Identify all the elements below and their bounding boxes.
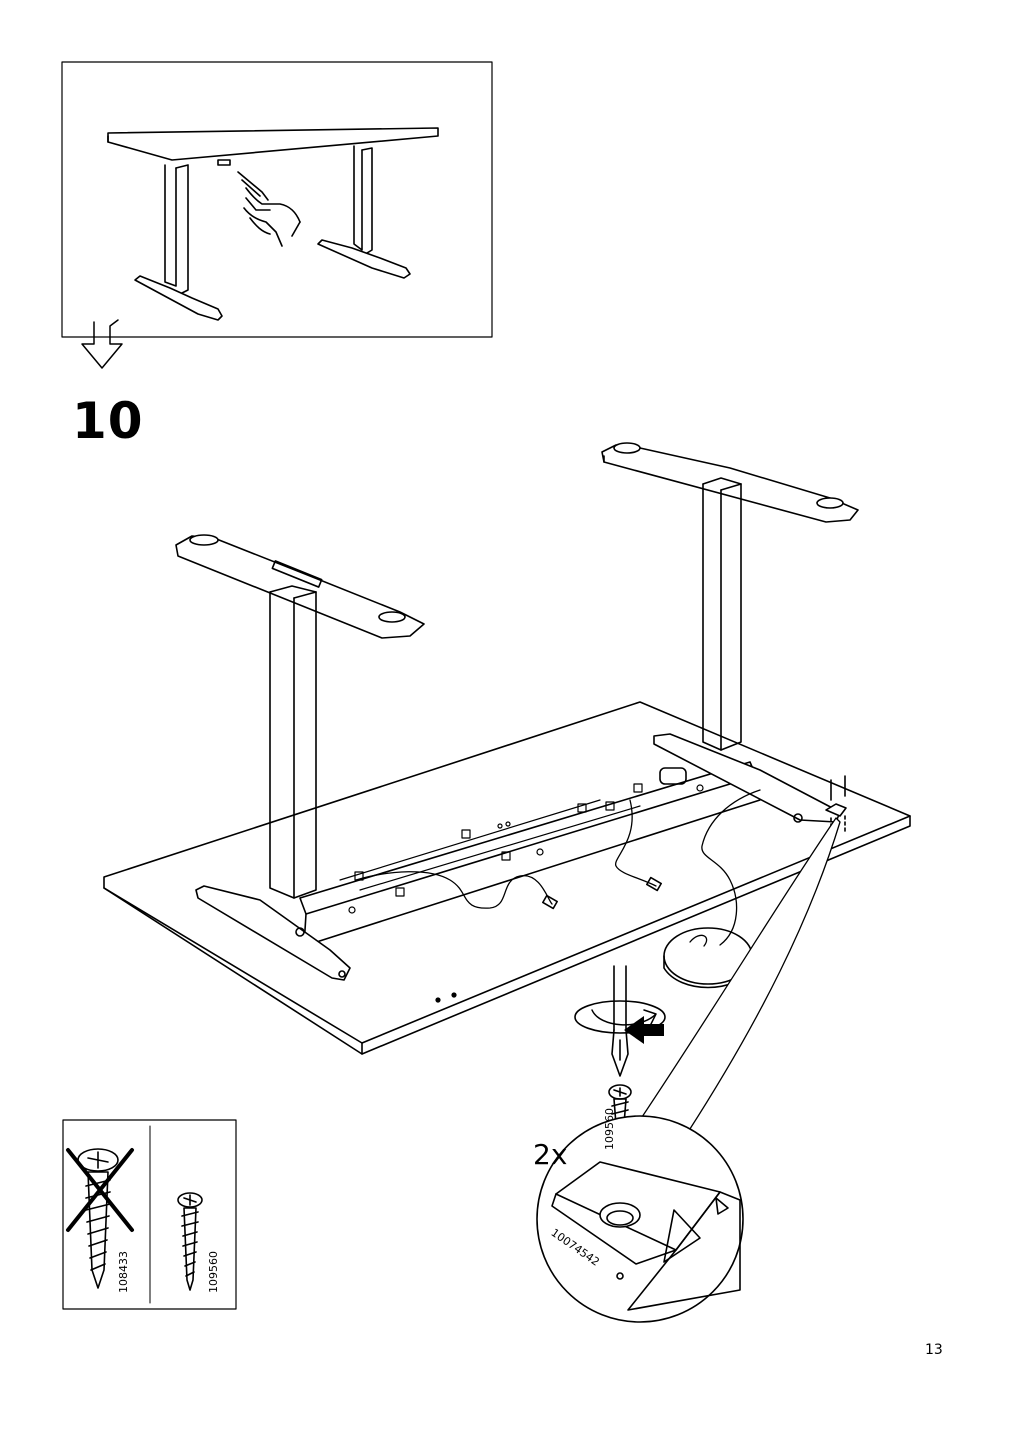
right-screw-109560-icon	[177, 1192, 203, 1291]
wrong-screw-code: 108433	[117, 1251, 130, 1293]
page-number: 13	[925, 1342, 943, 1358]
screw-legend	[62, 1119, 237, 1310]
zoom-circle	[536, 1115, 744, 1323]
right-screw-code: 109560	[207, 1251, 220, 1293]
desk-upside-down	[103, 442, 911, 1055]
down-arrow-icon	[81, 319, 123, 369]
wrong-screw-108433-icon	[66, 1148, 134, 1289]
quantity-label: 2x	[533, 1138, 568, 1171]
pointing-hand-icon	[237, 171, 301, 247]
rotate-arrow-icon	[591, 1009, 657, 1027]
step-number: 10	[72, 392, 144, 450]
screw-code-label: 109560	[603, 1108, 616, 1150]
reference-frame	[61, 61, 493, 369]
assembled-desk-image	[107, 127, 439, 321]
screwdriver-tool	[574, 965, 666, 1077]
